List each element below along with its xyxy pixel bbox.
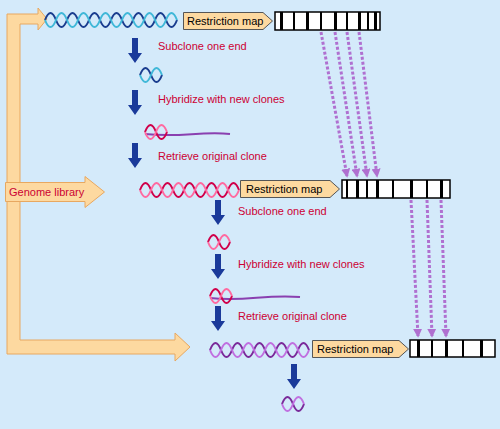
arrow-outline bbox=[184, 13, 273, 30]
restriction-bar bbox=[410, 340, 495, 357]
hybrid-clone bbox=[210, 289, 300, 303]
node-text: Restriction map bbox=[246, 180, 322, 198]
step-label: Hybridize with new clones bbox=[238, 258, 365, 270]
arrow-box: Genome library bbox=[5, 176, 105, 208]
dna-helix bbox=[210, 343, 309, 357]
node-text: Restriction map bbox=[317, 340, 393, 358]
step-label: Retrieve original clone bbox=[158, 150, 267, 162]
restriction-bar bbox=[342, 180, 450, 198]
arrow-outline bbox=[6, 177, 105, 208]
dna-fragment bbox=[140, 68, 162, 82]
hybrid-clone bbox=[145, 125, 230, 139]
node-text: Genome library bbox=[9, 176, 84, 208]
dna-helix bbox=[45, 13, 177, 27]
dna-fragment bbox=[282, 397, 304, 411]
step-label: Retrieve original clone bbox=[238, 310, 347, 322]
alignment-line bbox=[321, 32, 446, 336]
dna-fragment bbox=[208, 235, 230, 249]
node-text: Restriction map bbox=[187, 12, 263, 30]
restriction-bar bbox=[275, 12, 380, 30]
dna-helix bbox=[140, 183, 239, 197]
arrow-box: Restriction map bbox=[312, 340, 409, 358]
arrow-box: Restriction map bbox=[240, 180, 340, 198]
arrow-outline bbox=[241, 181, 340, 198]
arrow-outline bbox=[313, 341, 409, 358]
step-label: Subclone one end bbox=[238, 205, 327, 217]
step-label: Subclone one end bbox=[158, 40, 247, 52]
step-label: Hybridize with new clones bbox=[158, 93, 285, 105]
arrow-box: Restriction map bbox=[183, 12, 273, 30]
